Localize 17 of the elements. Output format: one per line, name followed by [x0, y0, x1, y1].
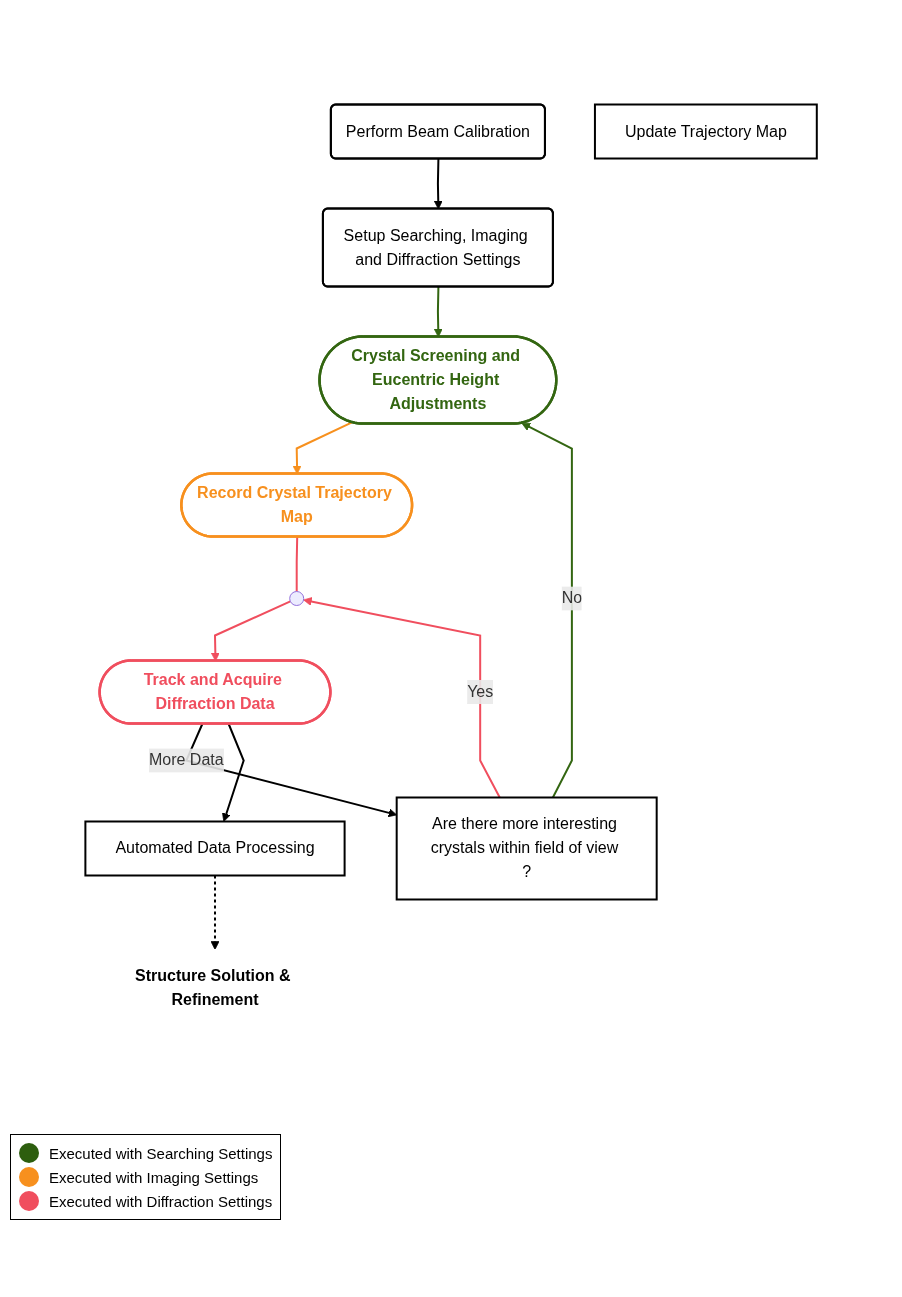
legend-text: Executed with Diffraction Settings — [49, 1192, 273, 1210]
arrow — [210, 874, 220, 950]
edge-label: No — [561, 589, 583, 607]
connector — [295, 536, 299, 593]
node-box: Automated Data Processing — [84, 820, 346, 877]
edge-label: Yes — [467, 683, 494, 700]
arrow — [521, 422, 573, 799]
node-box: Are there more interesting crystals within field of view ? — [395, 796, 658, 901]
node-text: Structure Solution & Refinement — [135, 967, 291, 1009]
node-circle — [289, 591, 305, 606]
edge-label: More Data — [149, 751, 224, 769]
node-box: Update Trajectory Map — [594, 103, 818, 160]
legend-text: Executed with Searching Settings — [49, 1144, 273, 1162]
arrow — [222, 723, 245, 822]
arrow — [433, 158, 443, 210]
arrow — [303, 597, 501, 799]
legend-text: Executed with Imaging Settings — [49, 1168, 259, 1186]
